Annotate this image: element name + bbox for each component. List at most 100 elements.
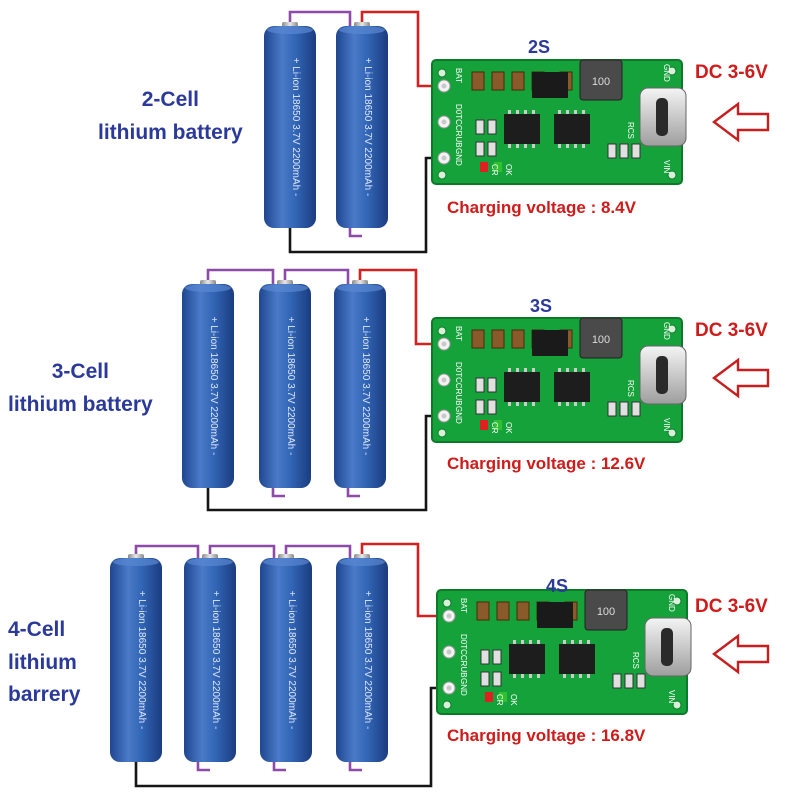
smd-resistor bbox=[631, 143, 641, 159]
ic-pin bbox=[532, 110, 535, 114]
battery-top-rim bbox=[267, 26, 313, 34]
ic-pin bbox=[574, 144, 577, 148]
ic-pin bbox=[574, 368, 577, 372]
group-3s-battery-1: + Li-ion 18650 3.7V 2200mAh - bbox=[182, 280, 234, 488]
cr-label: CR bbox=[495, 694, 504, 706]
ic-pin bbox=[524, 368, 527, 372]
group-2s-input-arrow-icon bbox=[712, 101, 770, 143]
group-2s-label-line-2: lithium battery bbox=[98, 120, 243, 144]
ic-pin bbox=[524, 402, 527, 406]
smd-resistor bbox=[475, 119, 485, 135]
inductor-label: 100 bbox=[592, 334, 610, 346]
battery-body bbox=[334, 284, 386, 488]
group-3s-label-line-1: 3-Cell bbox=[51, 360, 109, 383]
ic-pin bbox=[582, 368, 585, 372]
ic-pin bbox=[508, 110, 511, 114]
diode-chip bbox=[532, 330, 568, 356]
smd-resistor bbox=[487, 377, 497, 393]
led-red bbox=[480, 420, 488, 430]
group-4s-series-wire bbox=[134, 544, 210, 772]
ic-pin bbox=[513, 640, 516, 644]
battery-top-rim bbox=[185, 284, 231, 292]
smd-capacitor bbox=[511, 329, 525, 349]
mounting-hole bbox=[667, 428, 677, 438]
ic-chip bbox=[504, 114, 540, 144]
ic-pin bbox=[563, 640, 566, 644]
group-4s-series-wire bbox=[208, 544, 286, 772]
group-4s-label-line-3: barrery bbox=[8, 683, 81, 707]
led-green bbox=[499, 692, 507, 702]
group-3s-red-wire bbox=[358, 268, 444, 346]
battery-body bbox=[260, 558, 312, 762]
battery-marking-text: + Li-ion 18650 3.7V 2200mAh - bbox=[136, 591, 147, 730]
group-4s-battery-4: + Li-ion 18650 3.7V 2200mAh - bbox=[336, 554, 388, 762]
battery-marking-text: + Li-ion 18650 3.7V 2200mAh - bbox=[290, 58, 301, 197]
pin-pad-hole bbox=[441, 377, 447, 383]
pin-pad-hole bbox=[446, 685, 452, 691]
group-4s-battery-3: + Li-ion 18650 3.7V 2200mAh - bbox=[260, 554, 312, 762]
led-green bbox=[494, 420, 502, 430]
pin-label: GND bbox=[454, 406, 463, 424]
vin-label: VIN bbox=[667, 690, 676, 704]
ic-pin bbox=[513, 674, 516, 678]
group-3s-battery-2: + Li-ion 18650 3.7V 2200mAh - bbox=[259, 280, 311, 488]
group-3s-series-wire bbox=[206, 268, 285, 498]
ic-pin bbox=[508, 144, 511, 148]
ic-pin bbox=[563, 674, 566, 678]
ic-pin bbox=[524, 110, 527, 114]
smd-resistor bbox=[612, 673, 622, 689]
group-4s-label-line-1: 4-Cell bbox=[8, 618, 66, 641]
smd-resistor bbox=[607, 401, 617, 417]
rcs-label: RCS bbox=[626, 380, 635, 397]
ic-pin bbox=[571, 674, 574, 678]
group-3s-black-wire bbox=[206, 414, 444, 512]
group-4s-label: 4-Cell lithium barrery bbox=[8, 614, 80, 712]
pin-pad-hole bbox=[446, 613, 452, 619]
smd-capacitor bbox=[491, 71, 505, 91]
battery-body bbox=[182, 284, 234, 488]
ic-pin bbox=[566, 402, 569, 406]
battery-body bbox=[264, 26, 316, 228]
group-2s-charging-voltage: Charging voltage : 8.4V bbox=[447, 198, 636, 217]
diode-chip bbox=[532, 72, 568, 98]
battery-top-rim bbox=[113, 558, 159, 566]
smd-capacitor bbox=[471, 71, 485, 91]
group-3s-label: 3-Cell lithium battery bbox=[8, 356, 153, 421]
battery-body bbox=[110, 558, 162, 762]
pin-label: GND bbox=[454, 148, 463, 166]
smd-resistor bbox=[492, 649, 502, 665]
inductor bbox=[584, 589, 628, 631]
battery-top-rim bbox=[187, 558, 233, 566]
group-3s-input-arrow-icon bbox=[712, 357, 770, 399]
ic-pin bbox=[566, 144, 569, 148]
mounting-hole bbox=[672, 700, 682, 710]
right-gnd-label: GND bbox=[662, 322, 671, 340]
smd-capacitor bbox=[491, 329, 505, 349]
led-red bbox=[480, 162, 488, 172]
mounting-hole bbox=[667, 66, 677, 76]
group-2s-battery-2: + Li-ion 18650 3.7V 2200mAh - bbox=[336, 22, 388, 228]
inductor-label: 100 bbox=[597, 606, 615, 618]
mounting-hole bbox=[437, 170, 447, 180]
mounting-hole bbox=[437, 326, 447, 336]
pin-label: D0TCCRUB bbox=[454, 104, 463, 148]
cr-label: CR bbox=[490, 164, 499, 176]
pin-pad-hole bbox=[441, 341, 447, 347]
pin-label: D0TCCRUB bbox=[454, 362, 463, 406]
group-3s-series-wire bbox=[283, 268, 360, 498]
group-2s-red-wire bbox=[360, 10, 444, 88]
group-3s-battery-3: + Li-ion 18650 3.7V 2200mAh - bbox=[334, 280, 386, 488]
inductor bbox=[579, 317, 623, 359]
mounting-hole bbox=[672, 596, 682, 606]
ic-pin bbox=[579, 674, 582, 678]
pin-pad-hole bbox=[441, 413, 447, 419]
smd-resistor bbox=[487, 141, 497, 157]
group-3s-charging-voltage: Charging voltage : 12.6V bbox=[447, 454, 646, 473]
group-3s-series-tag: 3S bbox=[530, 296, 553, 316]
smd-capacitor bbox=[511, 71, 525, 91]
smd-capacitor bbox=[496, 601, 510, 621]
